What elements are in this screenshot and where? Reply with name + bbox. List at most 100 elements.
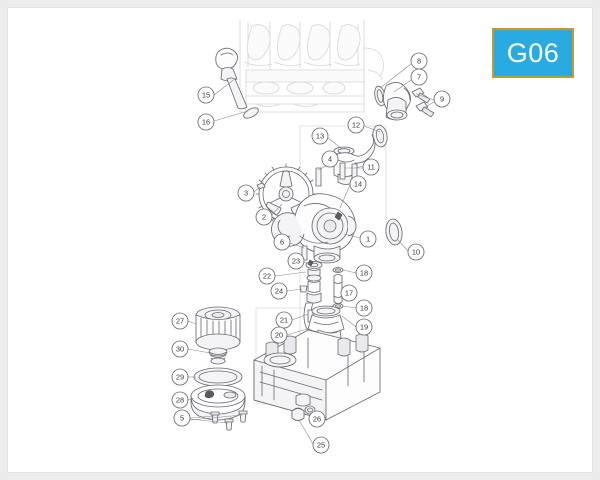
callout-6[interactable]: 6 [273,233,291,251]
callout-layer: 1516879121341114321106232224212018171819… [171,52,451,454]
part-oil-pump-body [271,193,357,264]
callout-label: 21 [280,316,288,325]
part-filter-spring [208,347,228,365]
callout-circle [270,326,288,344]
engine-block-ghost [239,20,384,113]
callout-24[interactable]: 24 [270,282,288,300]
callout-circle [410,68,428,86]
callout-label: 17 [345,289,353,298]
callout-label: 29 [176,373,184,382]
callout-12[interactable]: 12 [347,116,365,134]
callout-label: 7 [417,73,421,82]
callout-18[interactable]: 18 [355,264,373,282]
callout-label: 18 [360,304,368,313]
callout-circle [433,90,451,108]
callout-circle [273,233,291,251]
callout-circle [258,267,276,285]
callout-label: 28 [176,396,184,405]
callout-20[interactable]: 20 [270,326,288,344]
part-drive-gear [255,163,317,225]
callout-circle [197,86,215,104]
callout-13[interactable]: 13 [311,127,329,145]
callout-label: 16 [202,118,210,127]
callout-circle [197,113,215,131]
callout-circle [312,436,330,454]
callout-22[interactable]: 22 [258,267,276,285]
callout-23[interactable]: 23 [287,252,305,270]
callout-27[interactable]: 27 [171,312,189,330]
part-oring-large [385,218,403,246]
callout-28[interactable]: 28 [171,391,189,409]
part-relief-valve [332,267,344,309]
callout-label: 24 [275,287,283,296]
callout-2[interactable]: 2 [255,208,273,226]
callout-label: 3 [244,189,248,198]
callout-1[interactable]: 1 [359,230,377,248]
bolt-9b [415,101,435,118]
callout-10[interactable]: 10 [407,243,425,261]
callout-15[interactable]: 15 [197,86,215,104]
callout-17[interactable]: 17 [340,284,358,302]
callout-circle [171,312,189,330]
callout-circle [173,409,191,427]
callout-label: 6 [280,238,284,247]
callout-3[interactable]: 3 [237,184,255,202]
callout-label: 13 [316,132,324,141]
callout-circle [255,208,273,226]
page-badge-label: G06 [506,37,560,68]
part-dipstick [215,47,259,119]
callout-11[interactable]: 11 [362,158,380,176]
callout-5[interactable]: 5 [173,409,191,427]
part-oil-pan [253,329,381,421]
callout-9[interactable]: 9 [433,90,451,108]
callout-label: 11 [367,163,375,172]
callout-circle [355,318,373,336]
callout-label: 26 [313,415,321,424]
callout-21[interactable]: 21 [275,311,293,329]
callout-circle [171,340,189,358]
callout-label: 12 [352,121,360,130]
callout-label: 10 [412,248,420,257]
part-cover-bolts [210,410,248,431]
callout-circle [270,282,288,300]
callout-label: 1 [366,235,370,244]
callout-4[interactable]: 4 [321,150,339,168]
callout-label: 9 [440,95,444,104]
callout-circle [407,243,425,261]
callout-18[interactable]: 18 [355,299,373,317]
callout-circle [275,311,293,329]
callout-29[interactable]: 29 [171,368,189,386]
callout-19[interactable]: 19 [355,318,373,336]
callout-label: 15 [202,91,210,100]
callout-label: 19 [360,323,368,332]
callout-14[interactable]: 14 [349,175,367,193]
callout-8[interactable]: 8 [410,52,428,70]
callout-label: 5 [180,414,184,423]
callout-circle [349,175,367,193]
callout-label: 2 [262,213,266,222]
parts-diagram: .ln { fill:none; stroke:#6b6b72; stroke-… [171,20,451,454]
callout-label: 22 [263,272,271,281]
page-badge: G06 [492,28,574,78]
callout-30[interactable]: 30 [171,340,189,358]
callout-circle [311,127,329,145]
part-oil-filter [190,306,248,431]
callout-label: 4 [328,155,332,164]
callout-16[interactable]: 16 [197,113,215,131]
callout-label: 27 [176,317,184,326]
callout-25[interactable]: 25 [312,436,330,454]
part-drain-plug [291,405,316,421]
callout-circle [171,391,189,409]
callout-circle [287,252,305,270]
callout-circle [321,150,339,168]
callout-label: 23 [292,257,300,266]
callout-circle [340,284,358,302]
callout-label: 8 [417,57,421,66]
callout-circle [237,184,255,202]
diagram-sheet: .ln { fill:none; stroke:#6b6b72; stroke-… [8,8,592,472]
callout-circle [359,230,377,248]
callout-26[interactable]: 26 [308,410,326,428]
callout-label: 14 [354,180,362,189]
callout-7[interactable]: 7 [410,68,428,86]
